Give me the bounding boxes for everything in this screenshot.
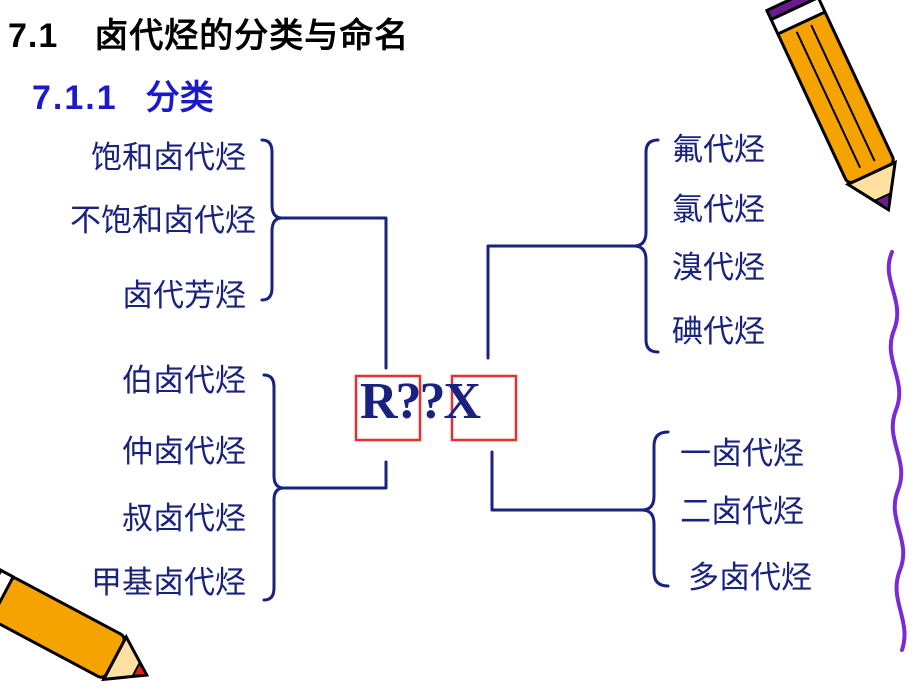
- section-number: 7.1: [8, 17, 59, 55]
- list-item: 溴代烃: [672, 250, 765, 286]
- r-box: [354, 374, 422, 442]
- right-bottom-brace: [640, 430, 670, 588]
- page-title: 7.1 卤代烃的分类与命名: [8, 8, 409, 57]
- list-item: 氟代烃: [672, 132, 765, 168]
- list-item: 氯代烃: [672, 192, 765, 228]
- pencil-icon: [764, 0, 898, 213]
- right-top-connector: [486, 244, 636, 360]
- list-item: 一卤代烃: [680, 436, 804, 472]
- left-top-connector: [280, 216, 388, 370]
- pencil-icon: [0, 563, 150, 682]
- right-top-brace: [632, 138, 660, 354]
- list-item: 仲卤代烃: [122, 434, 246, 470]
- subsection-number: 7.1.1: [32, 79, 118, 117]
- right-bottom-connector: [490, 450, 644, 512]
- section-title: 卤代烃的分类与命名: [94, 16, 410, 56]
- list-item: 不饱和卤代烃: [70, 203, 256, 239]
- list-item: 饱和卤代烃: [91, 140, 246, 176]
- left-bottom-connector: [282, 460, 388, 490]
- wavy-border: [886, 250, 907, 652]
- subsection-title: 7.1.1 分类: [32, 70, 214, 119]
- left-top-brace: [260, 138, 284, 302]
- list-item: 二卤代烃: [680, 494, 804, 530]
- general-formula: R??X: [360, 373, 481, 430]
- list-item: 多卤代烃: [688, 560, 812, 596]
- list-item: 伯卤代烃: [122, 363, 246, 399]
- subsection-text: 分类: [145, 78, 214, 118]
- list-item: 叔卤代烃: [122, 501, 246, 537]
- list-item: 碘代烃: [672, 314, 765, 350]
- list-item: 卤代芳烃: [122, 278, 246, 314]
- x-box: [450, 374, 518, 442]
- list-item: 甲基卤代烃: [91, 565, 246, 601]
- left-bottom-brace: [262, 373, 286, 602]
